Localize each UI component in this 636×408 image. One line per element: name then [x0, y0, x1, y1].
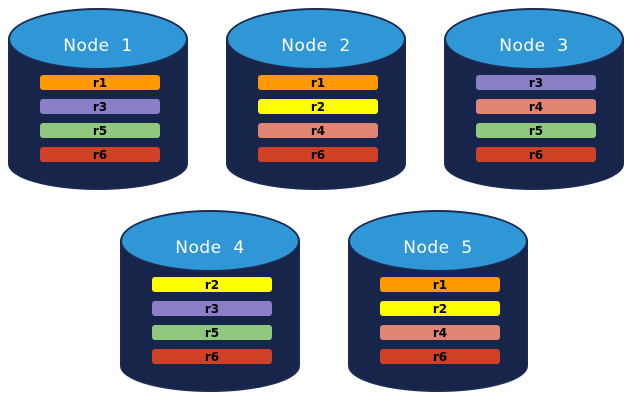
replica-list: r1 r2 r4 r6	[380, 277, 500, 364]
node-label: Node 2	[281, 36, 351, 56]
replica-bar: r6	[258, 147, 378, 162]
database-node-5: r1 r2 r4 r6 Node 5	[348, 210, 528, 395]
replica-list: r2 r3 r5 r6	[152, 277, 272, 364]
replica-bar: r3	[476, 75, 596, 90]
database-node-3: r3 r4 r5 r6 Node 3	[444, 8, 624, 193]
replica-bar: r6	[152, 349, 272, 364]
replica-bar: r6	[380, 349, 500, 364]
cylinder-top-ellipse	[8, 8, 188, 70]
replica-bar: r6	[476, 147, 596, 162]
replica-bar: r2	[152, 277, 272, 292]
cylinder-top-ellipse	[348, 210, 528, 272]
database-node-1: r1 r3 r5 r6 Node 1	[8, 8, 188, 193]
replica-bar: r4	[476, 99, 596, 114]
replica-bar: r5	[152, 325, 272, 340]
node-label: Node 1	[63, 36, 133, 56]
cylinder-top-ellipse	[444, 8, 624, 70]
replica-bar: r3	[152, 301, 272, 316]
replica-bar: r1	[40, 75, 160, 90]
replica-bar: r6	[40, 147, 160, 162]
node-label: Node 3	[499, 36, 569, 56]
cylinder-top-ellipse	[226, 8, 406, 70]
replica-bar: r4	[380, 325, 500, 340]
database-node-4: r2 r3 r5 r6 Node 4	[120, 210, 300, 395]
replica-bar: r2	[258, 99, 378, 114]
replica-bar: r2	[380, 301, 500, 316]
node-label: Node 5	[403, 238, 473, 258]
replica-bar: r3	[40, 99, 160, 114]
replica-bar: r4	[258, 123, 378, 138]
replica-list: r1 r2 r4 r6	[258, 75, 378, 162]
replica-bar: r5	[476, 123, 596, 138]
cylinder-top-ellipse	[120, 210, 300, 272]
replica-bar: r1	[258, 75, 378, 90]
replica-list: r3 r4 r5 r6	[476, 75, 596, 162]
replica-bar: r1	[380, 277, 500, 292]
replica-list: r1 r3 r5 r6	[40, 75, 160, 162]
replica-bar: r5	[40, 123, 160, 138]
database-node-2: r1 r2 r4 r6 Node 2	[226, 8, 406, 193]
node-label: Node 4	[175, 238, 245, 258]
